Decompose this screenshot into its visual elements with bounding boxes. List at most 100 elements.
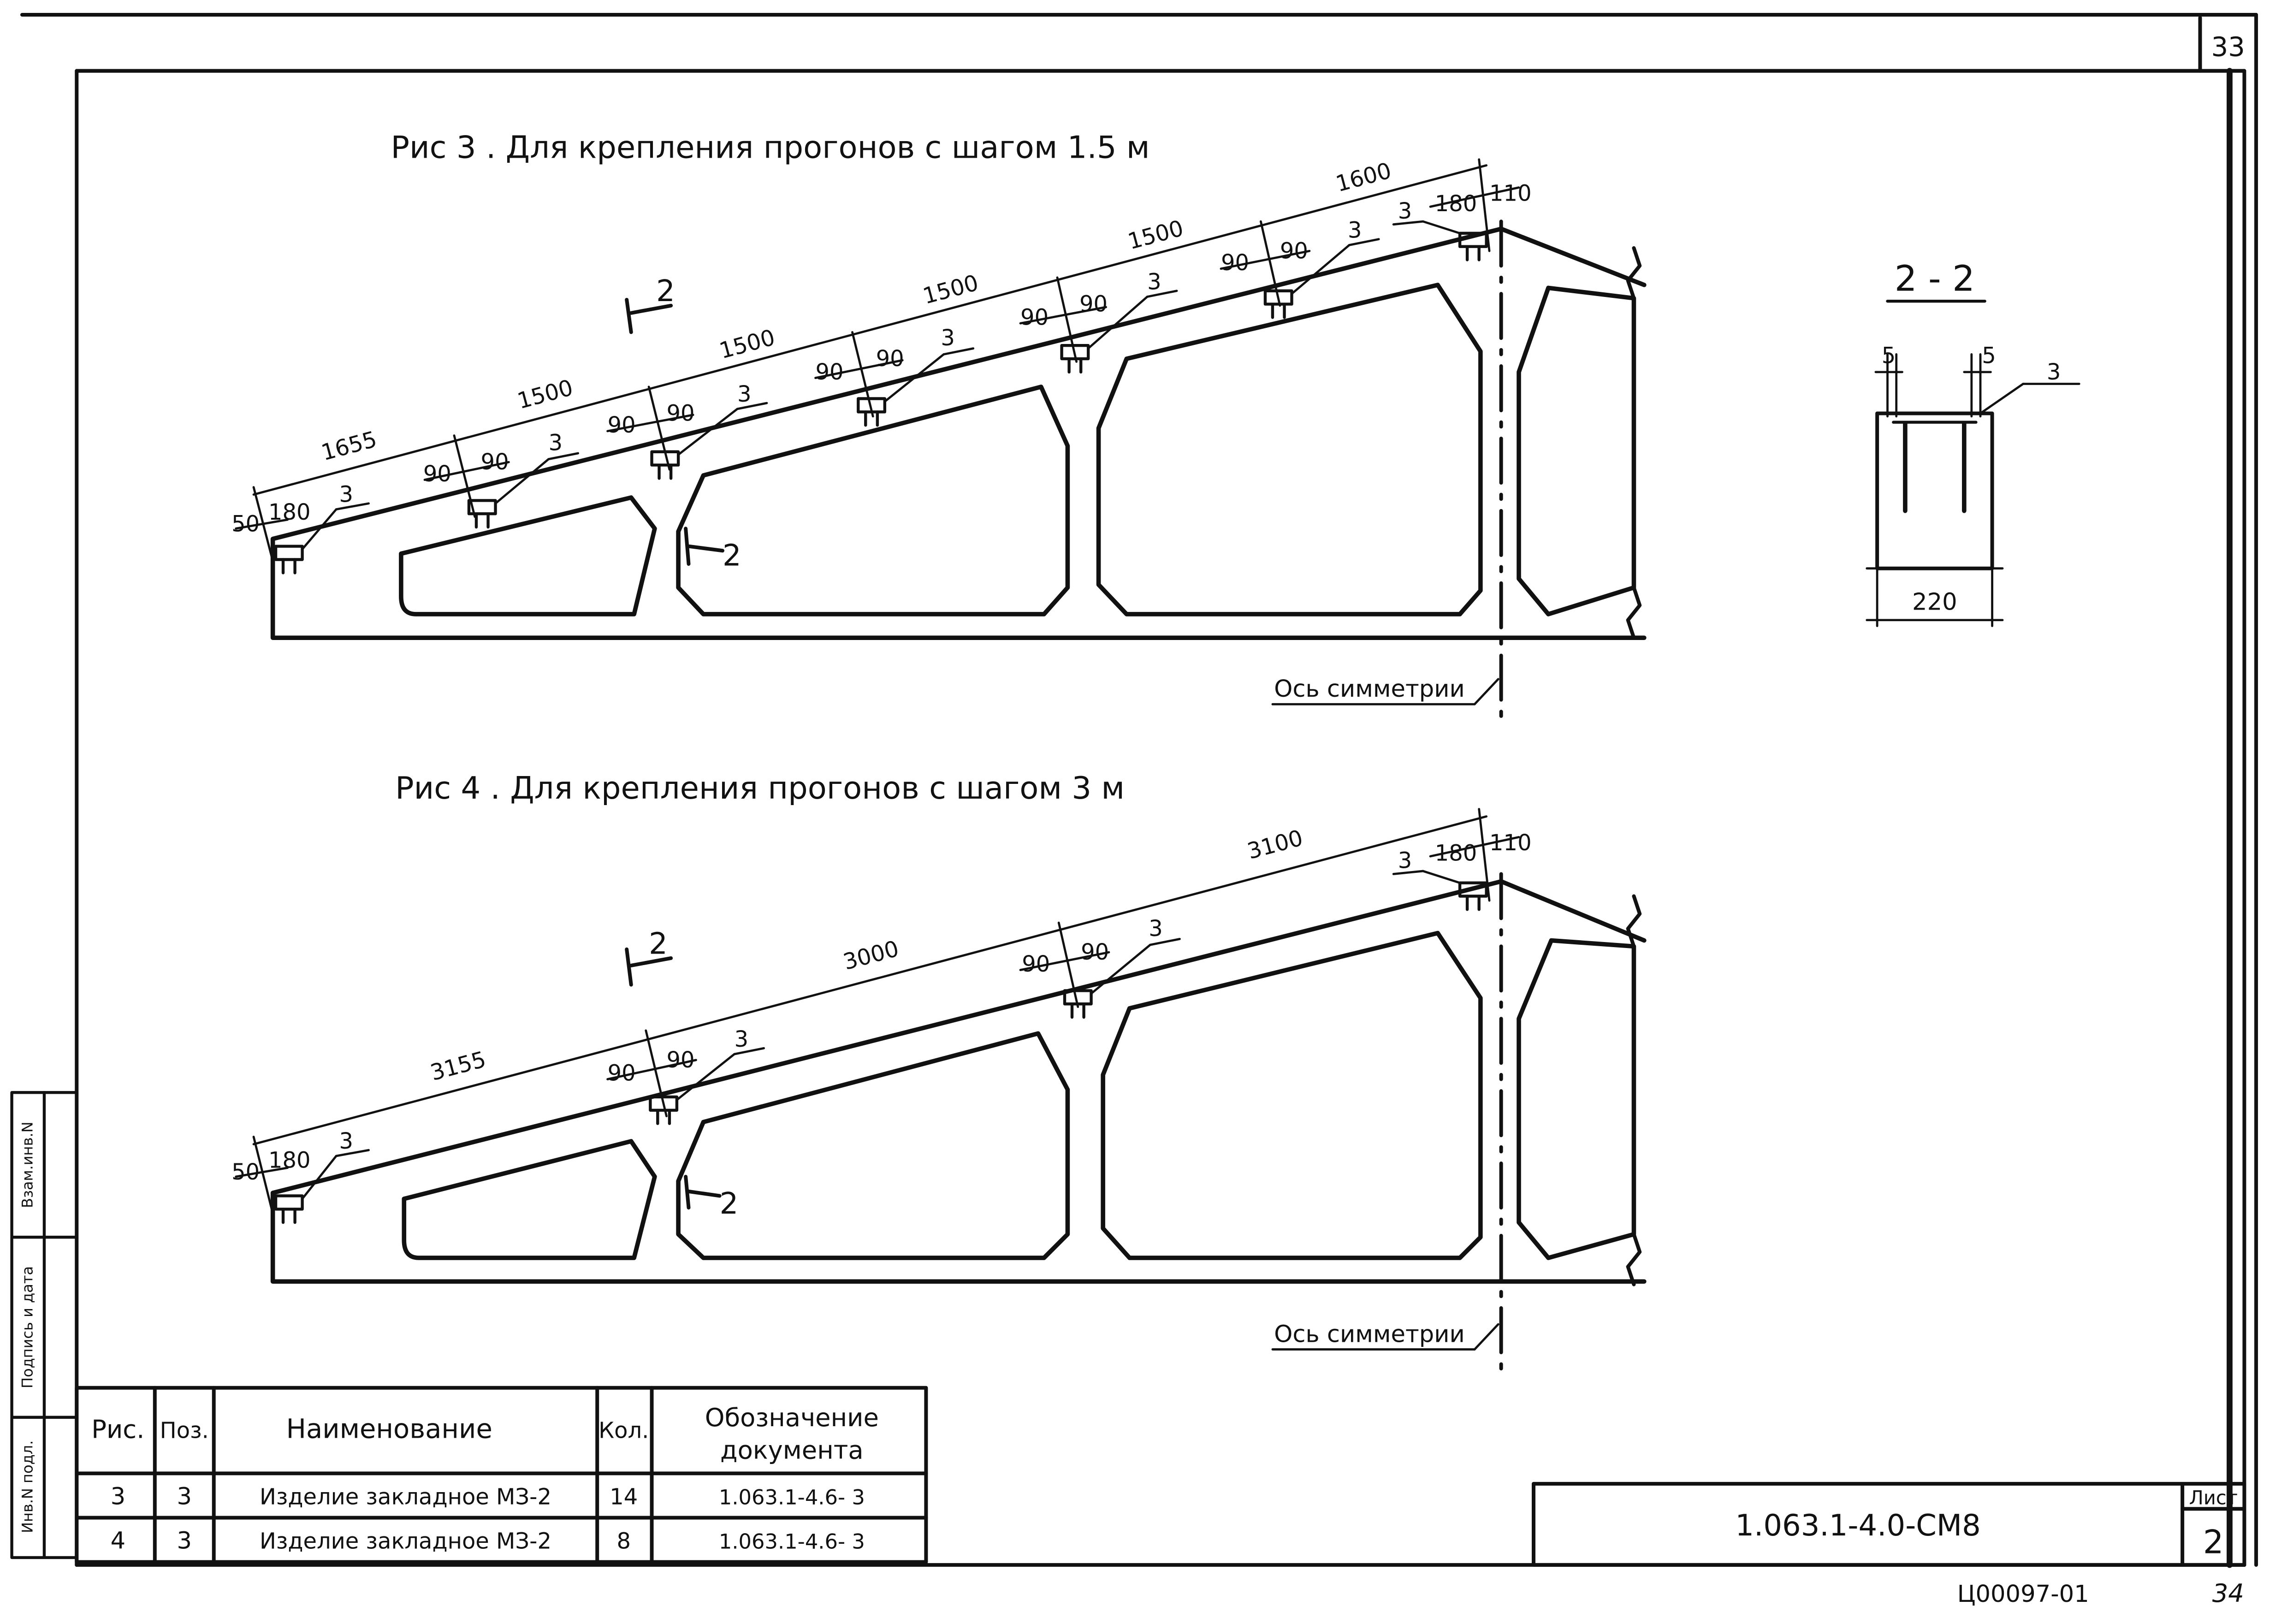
section-dim: 5 — [1882, 343, 1896, 369]
dim-label-small: 180 — [268, 499, 311, 525]
figure-4-opening-3 — [1101, 931, 1483, 1260]
section-dim: 220 — [1912, 588, 1957, 616]
document-designation: 1.063.1-4.0-СМ8 — [1735, 1509, 1980, 1543]
dim-label: 3155 — [427, 1046, 488, 1086]
title-block — [1531, 1482, 2246, 1567]
section-title: 2 - 2 — [1895, 259, 1975, 300]
position-label: 3 — [549, 430, 563, 456]
archive-code: Ц00097-01 — [1957, 1580, 2089, 1608]
spec-table — [75, 1386, 928, 1564]
sheet-frame — [20, 13, 2258, 1568]
table-cell: 3 — [177, 1527, 192, 1555]
dim-label-small: 90 — [1020, 304, 1049, 330]
position-label: 3 — [1398, 848, 1412, 874]
dim-label-small: 90 — [667, 1047, 695, 1073]
table-header-pos: Поз. — [160, 1418, 209, 1444]
position-label: 3 — [1348, 217, 1362, 243]
section-mark-2-bottom: 2 — [720, 1187, 739, 1221]
section-mark-2-top: 2 — [656, 274, 675, 308]
figure-4-truss-outline — [270, 879, 1647, 1284]
symmetry-axis-label: Ось симметрии — [1274, 675, 1465, 703]
dim-label-small: 90 — [667, 400, 695, 426]
figure-3-section-marks — [625, 297, 725, 566]
position-label: 3 — [1149, 916, 1163, 942]
table-cell: 3 — [177, 1483, 192, 1511]
dim-label-small: 90 — [608, 412, 636, 438]
figure-4: Рис 4 . Для крепления прогонов с шагом 3… — [231, 770, 1647, 1378]
dim-label-small: 110 — [1489, 830, 1532, 856]
dim-label-small: 90 — [876, 346, 904, 372]
section-dim: 5 — [1982, 343, 1996, 369]
figure-4-opening-4 — [1517, 938, 1636, 1260]
dim-label-small: 90 — [608, 1061, 636, 1086]
figure-4-embedded-plates — [274, 881, 1488, 1224]
symmetry-axis-label: Ось симметрии — [1274, 1320, 1465, 1348]
stamp-replace-inv: Взам.инв.N — [18, 1121, 36, 1208]
dim-label-small: 110 — [1489, 180, 1532, 206]
dim-label-small: 90 — [481, 449, 509, 475]
table-cell: Изделие закладное МЗ-2 — [260, 1529, 551, 1554]
sheet-value: 2 — [2203, 1523, 2224, 1561]
position-label: 3 — [339, 1128, 354, 1154]
section-mark-2-top: 2 — [649, 927, 668, 961]
dim-label: 3100 — [1244, 825, 1305, 865]
table-header-doc-2: документа — [720, 1435, 864, 1464]
dim-label-small: 90 — [1081, 939, 1109, 965]
section-outline — [1875, 411, 1994, 570]
section-mark-2-bottom: 2 — [723, 539, 741, 573]
figure-3-opening-1 — [399, 495, 657, 616]
dim-label-small: 90 — [1221, 250, 1249, 276]
dim-label-small: 50 — [231, 511, 260, 537]
figure-4-opening-1 — [402, 1139, 657, 1260]
figure-3: Рис 3 . Для крепления прогонов с шагом 1… — [231, 130, 1647, 729]
table-header-name: Наименование — [286, 1414, 492, 1445]
top-sheet-number: 33 — [2211, 32, 2245, 63]
dim-label-small: 180 — [268, 1148, 311, 1174]
table-cell: 1.063.1-4.6- 3 — [719, 1485, 865, 1510]
figure-4-section-marks — [625, 947, 722, 1210]
table-cell: 14 — [610, 1484, 638, 1510]
side-stamp — [10, 1091, 78, 1559]
table-cell: 1.063.1-4.6- 3 — [719, 1529, 865, 1554]
figure-4-opening-2 — [676, 1031, 1070, 1260]
bottom-sheet-number: 34 — [2212, 1579, 2244, 1608]
dim-label: 3000 — [841, 936, 901, 975]
position-label: 3 — [339, 482, 354, 508]
figure-3-opening-2 — [676, 385, 1070, 616]
position-label: 3 — [1398, 198, 1412, 224]
position-label: 3 — [941, 325, 955, 351]
position-label: 3 — [737, 381, 752, 407]
section-2-2: 2 - 2 5 5 3 220 — [1866, 259, 2080, 627]
dim-label-small: 50 — [231, 1159, 260, 1185]
dim-label-small: 90 — [423, 461, 451, 487]
table-header-doc-1: Обозначение — [705, 1403, 879, 1432]
position-label: 3 — [1147, 269, 1161, 295]
table-cell: 3 — [111, 1483, 126, 1511]
dim-label-small: 90 — [1280, 238, 1308, 264]
table-cell: 8 — [617, 1529, 631, 1554]
dim-label: 1500 — [515, 375, 575, 415]
figure-3-title: Рис 3 . Для крепления прогонов с шагом 1… — [391, 130, 1149, 166]
table-cell: Изделие закладное МЗ-2 — [260, 1484, 551, 1510]
stamp-sign-date: Подпись и дата — [18, 1266, 36, 1388]
section-pos: 3 — [2047, 359, 2061, 385]
table-header-fig: Рис. — [91, 1415, 144, 1444]
position-label: 3 — [735, 1026, 749, 1052]
table-cell: 4 — [111, 1527, 126, 1555]
stamp-inv-orig: Инв.N подл. — [18, 1440, 36, 1533]
figure-3-opening-3 — [1096, 283, 1483, 616]
table-header-qty: Кол. — [598, 1418, 649, 1444]
dim-label: 1600 — [1333, 158, 1394, 197]
dim-label-small: 90 — [1022, 951, 1050, 977]
figure-3-embedded-plates — [274, 231, 1488, 575]
figure-3-truss-outline — [270, 226, 1647, 640]
figure-3-opening-4 — [1517, 285, 1636, 616]
sheet-label: Лист — [2189, 1487, 2238, 1509]
dim-label-small: 90 — [816, 359, 844, 385]
dim-label-small: 180 — [1435, 191, 1477, 217]
dim-label-small: 90 — [1079, 291, 1108, 317]
dim-label-small: 180 — [1435, 841, 1477, 866]
dim-label: 1655 — [319, 427, 379, 466]
figure-4-title: Рис 4 . Для крепления прогонов с шагом 3… — [395, 770, 1125, 806]
